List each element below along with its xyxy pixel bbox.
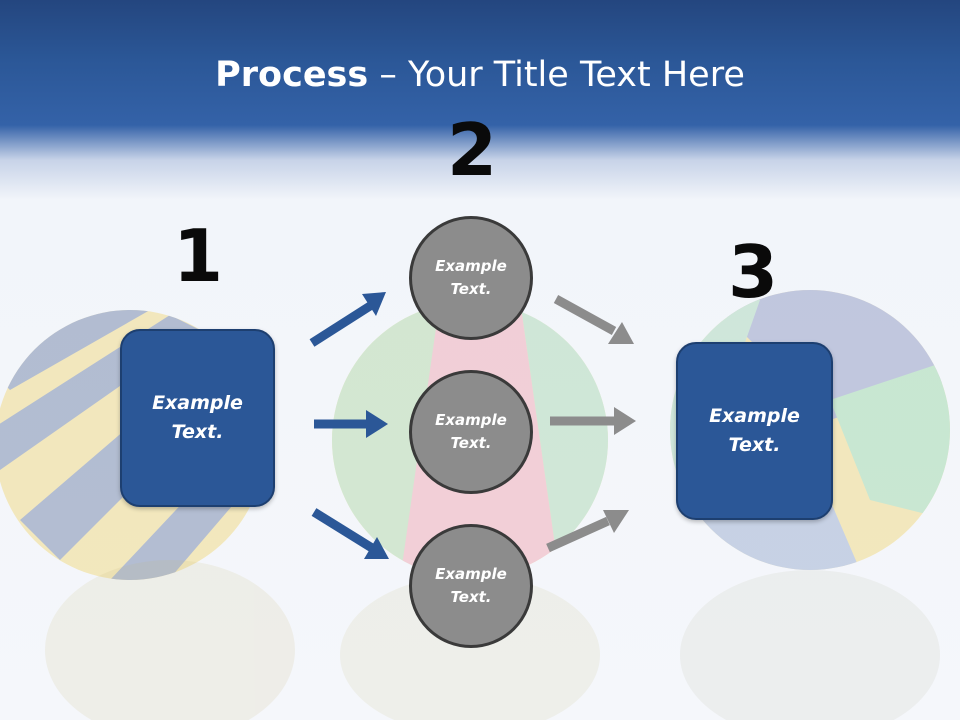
step-box-1: Example Text. [120,329,275,507]
step-circle-middle: Example Text. [409,370,533,494]
step-number-2: 2 [446,108,498,192]
step-number-3: 3 [727,230,779,314]
step-box-3-text: Example Text. [709,405,800,456]
title-strong: Process [215,55,369,95]
step-circle-top: Example Text. [409,216,533,340]
slide-title: Process – Your Title Text Here [0,52,960,98]
step-box-1-text: Example Text. [152,392,243,443]
step-box-3: Example Text. [676,342,833,520]
step-circle-top-text: Example Text. [435,257,507,298]
step-circle-bottom: Example Text. [409,524,533,648]
step-number-1: 1 [172,214,224,298]
step-circle-middle-text: Example Text. [435,411,507,452]
step-circle-bottom-text: Example Text. [435,565,507,606]
title-rest: – Your Title Text Here [368,55,745,95]
